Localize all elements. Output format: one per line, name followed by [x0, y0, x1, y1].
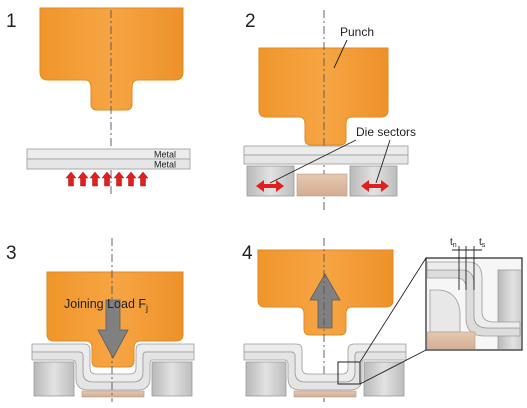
die-block-left	[245, 361, 287, 397]
joining-load-label: Joining Load Fj	[64, 297, 148, 313]
deformed-metal-sheet-bottom	[31, 351, 195, 391]
die-block-left	[246, 165, 295, 197]
panel-step-4: 4	[242, 237, 523, 402]
die-center-anvil	[81, 390, 145, 398]
step-number: 1	[6, 11, 17, 32]
die-block-right	[151, 361, 193, 397]
die-sectors-label: Die sectors	[356, 125, 416, 139]
metal-sheet-bottom	[26, 158, 191, 170]
die-block-right	[349, 165, 398, 197]
detail-region-marker	[337, 361, 361, 385]
panel-step-1: 1 Metal Metal	[6, 7, 191, 195]
step-number: 4	[242, 243, 253, 264]
zoom-inset: tn ts	[425, 237, 523, 351]
panel-step-2: 2 Punch Die sectors	[243, 10, 416, 210]
zoom-leader-top	[359, 257, 427, 363]
load-down-arrow-icon	[97, 299, 129, 359]
retract-up-arrow-icon	[309, 273, 341, 329]
step-number: 3	[6, 243, 17, 264]
punch-shape	[258, 47, 389, 146]
metal-label-bottom: Metal	[154, 160, 176, 170]
panel-step-3: 3 Joining Load Fj	[6, 238, 195, 402]
t-n-label: tn	[450, 237, 457, 249]
metal-label-top: Metal	[154, 150, 176, 160]
step-number: 2	[245, 11, 256, 32]
die-center-anvil	[296, 173, 348, 197]
t-s-label: ts	[479, 237, 486, 249]
punch-leader-line	[333, 39, 348, 69]
punch-label: Punch	[340, 25, 374, 39]
die-motion-double-arrow-icon	[256, 180, 389, 192]
red-up-arrows-icon	[65, 171, 149, 187]
metal-sheet-top	[243, 145, 409, 156]
punch-shape	[39, 7, 184, 111]
die-center-anvil	[293, 390, 357, 398]
die-sectors-leader-left	[269, 139, 357, 184]
die-sectors-leader-right	[375, 139, 391, 184]
zoom-leader-bottom	[359, 349, 427, 385]
die-block-left	[33, 361, 75, 397]
